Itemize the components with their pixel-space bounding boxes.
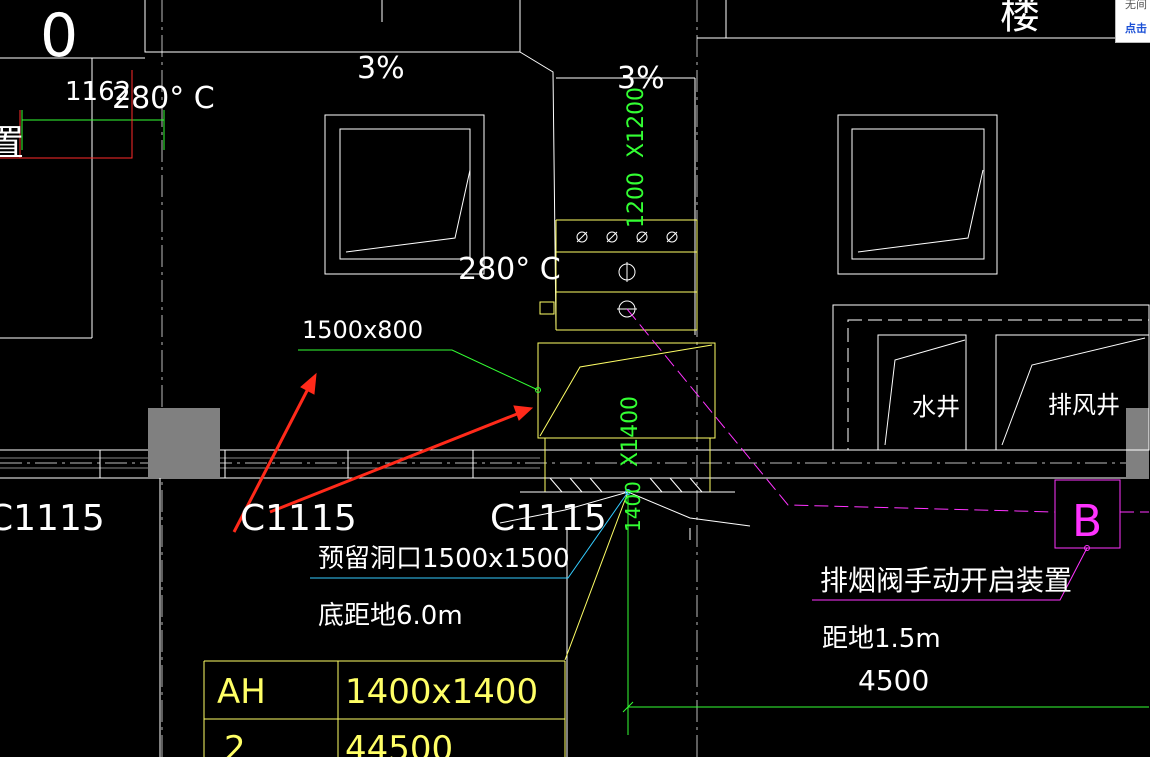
smoke-valve-tag-b: B <box>1072 496 1102 547</box>
table-cell-r2-c1: 2 <box>224 729 246 757</box>
duct-x1400-label: X1400 <box>618 396 643 467</box>
red-marks <box>0 70 133 159</box>
dim-1162-label: 1162 <box>65 77 131 107</box>
duct-1200-label: 1200 <box>624 172 649 228</box>
smoke-valve-link <box>626 308 1149 601</box>
corner-popup[interactable]: 无间 点击 <box>1115 0 1150 43</box>
hole-leader-line <box>310 491 629 579</box>
room-exhaust-label: 排风井 <box>1048 391 1120 419</box>
red-arrows <box>232 372 534 533</box>
axis-label-1: C1115 <box>0 498 105 539</box>
partial-left-glyph: 置 <box>0 123 24 164</box>
corner-text: 楼 <box>1000 0 1040 38</box>
room-water-label: 水井 <box>912 393 960 421</box>
table-cell-r1-c2: 1400x1400 <box>345 672 538 712</box>
duct <box>537 219 716 661</box>
table-cell-r2-c2: 44500 <box>345 729 453 757</box>
slope-left-label: 3% <box>357 51 405 86</box>
reserved-hole-label: 预留洞口1500x1500 <box>318 544 570 574</box>
shafts <box>832 304 1150 451</box>
hole-leader-dot <box>625 489 631 495</box>
axis-label-2: C1115 <box>240 498 357 539</box>
column-left <box>148 408 220 478</box>
popup-text: 无间 <box>1125 0 1147 11</box>
size-1500x800-label: 1500x800 <box>302 316 423 344</box>
window-right <box>837 114 998 275</box>
duct-spec-table <box>203 660 566 757</box>
duct-x1200-label: X1200 <box>624 87 649 158</box>
window-left <box>324 114 485 275</box>
column-right <box>1126 408 1149 478</box>
dim-4500-label: 4500 <box>858 664 929 697</box>
partial-top-left-glyph: 0 <box>40 1 78 71</box>
smoke-valve-label: 排烟阀手动开启装置 <box>820 564 1072 597</box>
temp-mid-label: 280° C <box>458 252 561 287</box>
dim-1400-label: 1400 <box>621 481 645 532</box>
axis-label-3: C1115 <box>490 498 607 539</box>
bottom-height-label: 底距地6.0m <box>318 601 463 631</box>
slope-right-label: 3% <box>617 61 665 96</box>
temp-top-label: 280° C <box>112 81 215 116</box>
duct-valve-icons <box>576 231 678 318</box>
dimension-lines <box>21 110 1149 735</box>
table-cell-r1-c1: AH <box>217 672 266 712</box>
popup-link[interactable]: 点击 <box>1125 22 1147 35</box>
height-1-5-label: 距地1.5m <box>822 624 941 654</box>
